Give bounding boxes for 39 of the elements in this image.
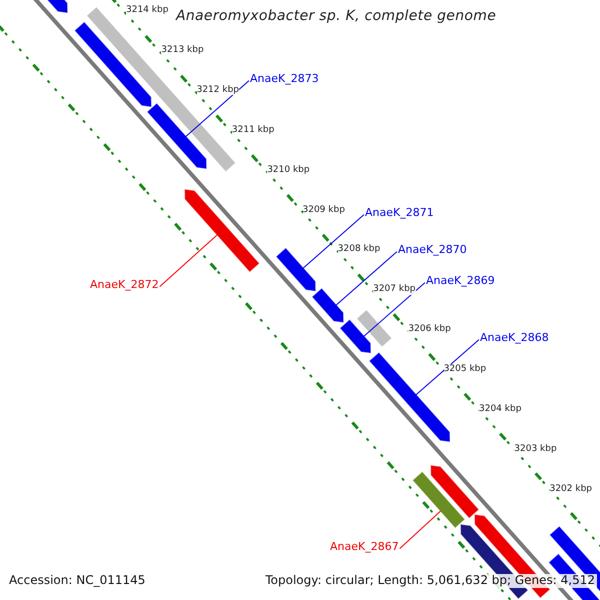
position-label: 3207 kbp [373, 284, 416, 295]
position-label: 3203 kbp [514, 444, 557, 454]
leader-line [363, 282, 426, 337]
gene-label: AnaeK_2869 [426, 275, 495, 288]
position-label: 3211 kbp [232, 124, 274, 136]
gene-feature [340, 320, 371, 354]
position-label: 3202 kbp [550, 484, 592, 494]
leader-line [416, 339, 480, 396]
gene-feature [147, 103, 207, 169]
position-label: 3206 kbp [408, 324, 451, 335]
gene-label: AnaeK_2867 [330, 541, 399, 554]
position-label: 3213 kbp [161, 44, 204, 56]
gene-label: AnaeK_2872 [90, 279, 159, 292]
gene-feature [184, 189, 260, 272]
leader-line [302, 214, 364, 269]
gene-label: AnaeK_2871 [365, 207, 434, 220]
leader-line [399, 510, 442, 550]
gene-feature [276, 248, 316, 292]
gene-feature [74, 22, 152, 107]
gene-label: AnaeK_2873 [250, 73, 319, 86]
position-label: 3208 kbp [338, 244, 380, 255]
position-label: 3210 kbp [267, 164, 310, 175]
position-label: 3205 kbp [444, 364, 486, 374]
leader-line [185, 80, 250, 138]
accession-label: Accession: NC_011145 [9, 574, 146, 588]
gene-bar [412, 472, 465, 528]
gene-label: AnaeK_2870 [398, 244, 467, 257]
genome-title: Anaeromyxobacter sp. K, complete genome [176, 8, 496, 24]
position-label: 3212 kbp [196, 84, 239, 96]
gene-feature [312, 288, 344, 323]
gene-feature [430, 465, 479, 518]
gene-bar [356, 310, 392, 347]
position-label: 3209 kbp [302, 204, 345, 215]
position-label: 3214 kbp [126, 5, 168, 16]
genome-stats-label: Topology: circular; Length: 5,061,632 bp; Genes: 4,512 [265, 574, 597, 588]
gene-label: AnaeK_2868 [480, 332, 549, 345]
leader-line [336, 251, 398, 306]
leader-line [159, 234, 218, 288]
position-label: 3204 kbp [479, 404, 522, 414]
